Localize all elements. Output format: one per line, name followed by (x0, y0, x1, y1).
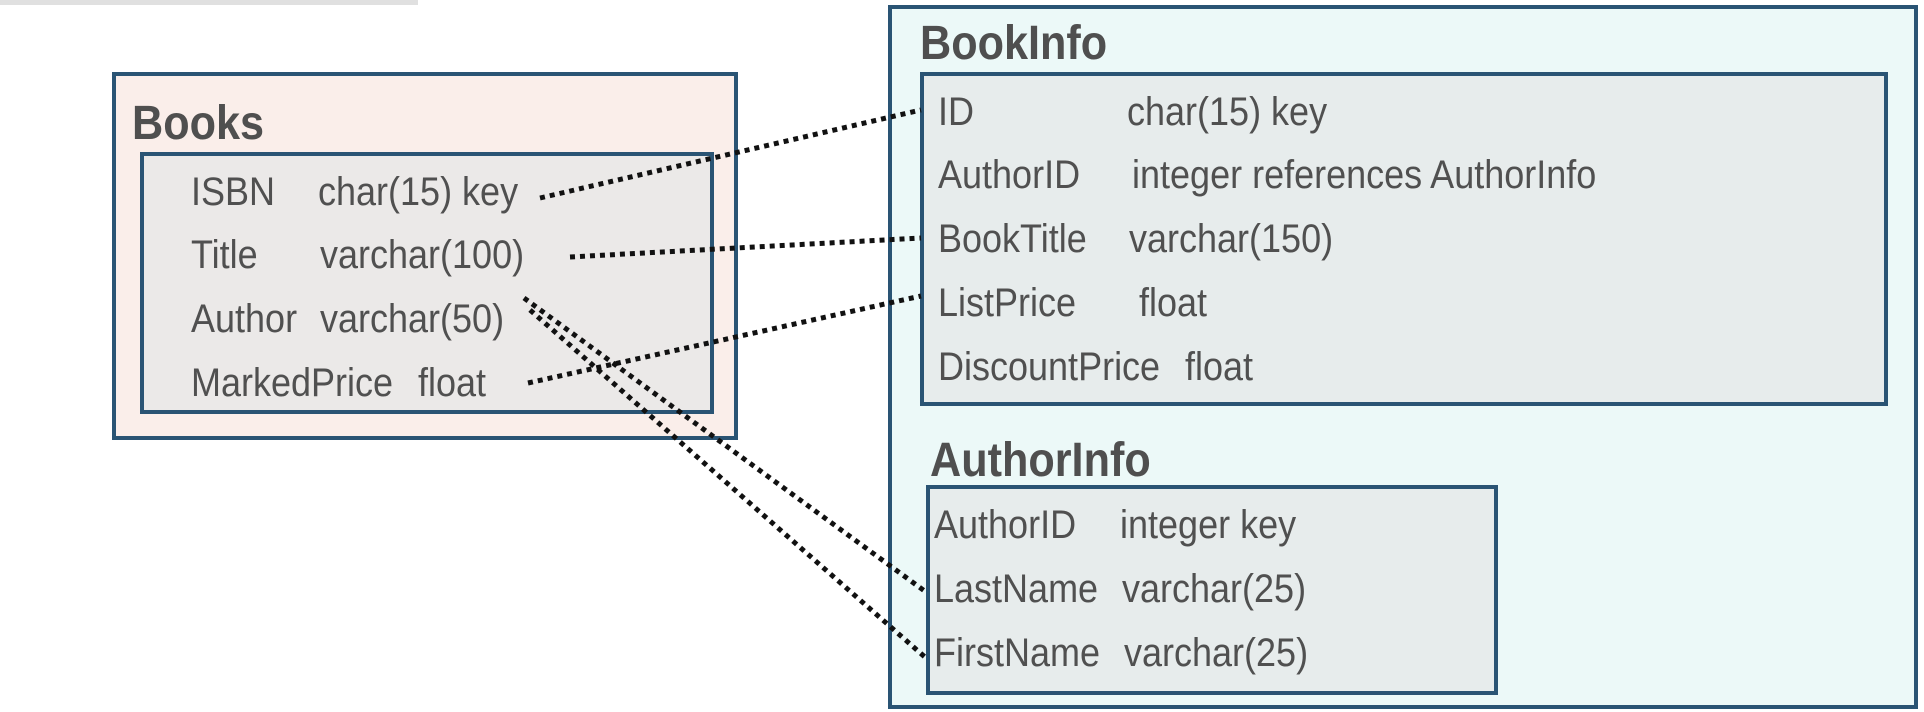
link-title-to-booktitle (569, 235, 922, 260)
authorinfo-field-type-firstname: varchar(25) (1124, 631, 1309, 675)
top-edge-bar (0, 0, 418, 5)
bookinfo-fields-box (920, 72, 1888, 406)
bookinfo-field-name-id: ID (938, 90, 974, 134)
bookinfo-title: BookInfo (920, 17, 1108, 70)
books-field-type-markedprice: float (418, 361, 487, 405)
link-author-to-lastname (522, 295, 928, 595)
books-field-type-title: varchar(100) (320, 233, 525, 277)
bookinfo-field-name-authorid: AuthorID (938, 153, 1081, 197)
bookinfo-field-type-listprice: float (1139, 281, 1208, 325)
books-fields-box (140, 152, 714, 414)
authorinfo-field-name-firstname: FirstName (934, 631, 1101, 675)
bookinfo-field-name-discountprice: DiscountPrice (938, 345, 1161, 389)
bookinfo-field-name-listprice: ListPrice (938, 281, 1077, 325)
authorinfo-field-name-authorid: AuthorID (934, 503, 1077, 547)
authorinfo-field-name-lastname: LastName (934, 567, 1099, 611)
books-field-name-title: Title (191, 233, 258, 277)
bookinfo-field-type-id: char(15) key (1127, 90, 1328, 134)
books-field-type-isbn: char(15) key (318, 170, 519, 214)
bookinfo-field-name-booktitle: BookTitle (938, 217, 1087, 261)
bookinfo-field-type-authorid: integer references AuthorInfo (1132, 153, 1597, 197)
link-author-to-firstname (528, 308, 928, 660)
bookinfo-field-type-booktitle: varchar(150) (1129, 217, 1334, 261)
link-markedprice-to-listprice (527, 293, 922, 386)
authorinfo-fields-box (926, 485, 1498, 695)
books-title: Books (132, 97, 265, 150)
authorinfo-field-type-lastname: varchar(25) (1122, 567, 1307, 611)
bookinfo-field-type-discountprice: float (1185, 345, 1254, 389)
books-field-name-isbn: ISBN (191, 170, 276, 214)
books-field-name-markedprice: MarkedPrice (191, 361, 394, 405)
link-isbn-to-id (539, 107, 922, 201)
authorinfo-field-type-authorid: integer key (1120, 503, 1297, 547)
books-field-name-author: Author (191, 297, 298, 341)
authorinfo-title: AuthorInfo (930, 434, 1151, 487)
books-field-type-author: varchar(50) (320, 297, 505, 341)
